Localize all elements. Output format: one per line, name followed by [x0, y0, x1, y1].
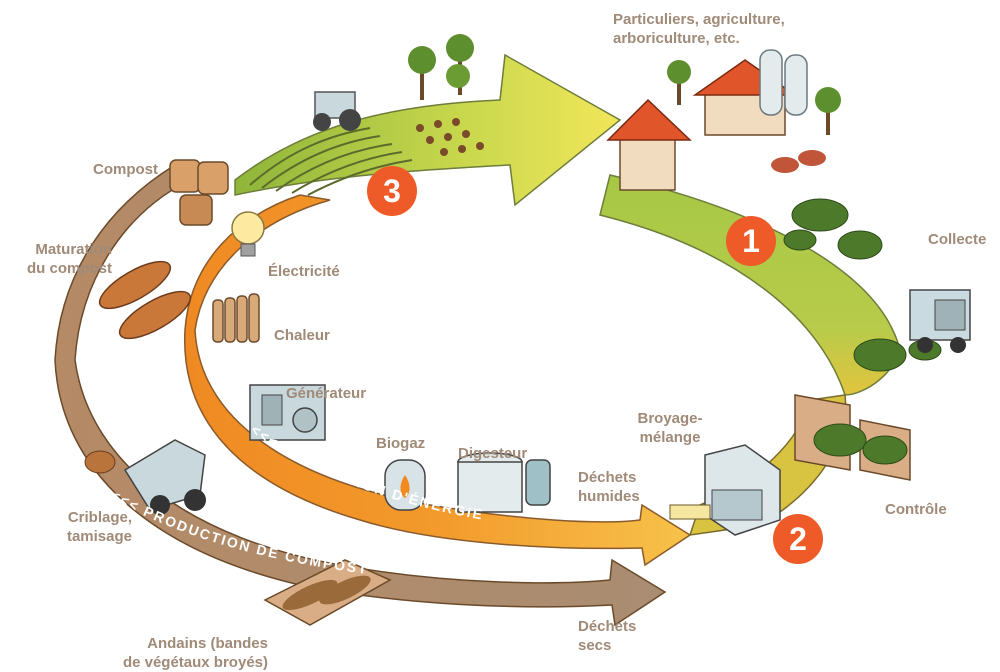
return-arrow-band: [234, 53, 622, 207]
compost-maturation-piles: [98, 260, 192, 340]
label-users-line1: Particuliers, agriculture,: [613, 11, 785, 28]
label-controle: Contrôle: [885, 501, 947, 518]
label-broyage-line2: mélange: [639, 429, 701, 446]
label-digesteur: Digesteur: [458, 445, 528, 462]
label-biogaz: Biogaz: [376, 435, 426, 452]
label-electricite: Électricité: [268, 263, 340, 280]
label-criblage: Criblage, tamisage: [40, 508, 132, 546]
compost-barrels: [169, 159, 229, 226]
label-dechets-secs-line2: secs: [578, 637, 612, 654]
label-maturation-line2: du compost: [27, 260, 112, 277]
energy-production-band: [184, 194, 692, 567]
label-criblage-line1: Criblage,: [67, 509, 132, 526]
label-broyage-line1: Broyage-: [637, 410, 703, 427]
label-maturation: Maturation du compost: [2, 240, 112, 278]
label-broyage: Broyage- mélange: [625, 409, 715, 447]
radiator-icon: [212, 293, 260, 343]
collection-band: [599, 174, 901, 396]
label-chaleur: Chaleur: [274, 327, 330, 344]
houses-farm: [606, 49, 841, 191]
generator-icon: [249, 384, 326, 441]
label-criblage-line2: tamisage: [66, 528, 132, 545]
label-dechets-humides: Déchets humides: [578, 468, 640, 506]
label-dechets-humides-line1: Déchets: [578, 469, 637, 486]
orchard-trees: [408, 34, 474, 100]
label-dechets-secs: Déchets secs: [578, 617, 636, 655]
windrow-crate: [263, 559, 392, 626]
label-collecte: Collecte: [928, 231, 987, 248]
grinder-machine-icon: [669, 444, 781, 536]
control-bins: [794, 394, 911, 481]
step-badge-1: 1: [726, 216, 776, 266]
screening-machine-icon: [84, 439, 206, 515]
step-badge-3: 3: [367, 166, 417, 216]
label-users-line2: arboriculture, etc.: [613, 30, 740, 47]
step-badge-2: 2: [773, 514, 823, 564]
collection-truck-icon: [909, 289, 971, 353]
label-users: Particuliers, agriculture, arboriculture…: [613, 10, 785, 48]
label-andains: Andains (bandes de végétaux broyés): [60, 634, 268, 672]
label-compost: Compost: [93, 161, 158, 178]
label-andains-line2: de végétaux broyés): [122, 654, 268, 671]
label-andains-line1: Andains (bandes: [147, 635, 268, 652]
label-generateur: Générateur: [286, 385, 367, 402]
field-furrows: [249, 127, 413, 196]
label-dechets-humides-line2: humides: [578, 488, 640, 505]
compost-production-band: [54, 164, 667, 627]
light-bulb-icon: [231, 211, 265, 257]
green-waste-bushes: [783, 198, 942, 372]
biogas-tank-icon: [384, 459, 426, 511]
label-dechets-secs-line1: Déchets: [578, 618, 637, 635]
label-maturation-line1: Maturation: [35, 241, 112, 258]
crops: [416, 118, 484, 156]
digester-icon: [457, 452, 551, 513]
tractor-icon: [313, 91, 361, 131]
